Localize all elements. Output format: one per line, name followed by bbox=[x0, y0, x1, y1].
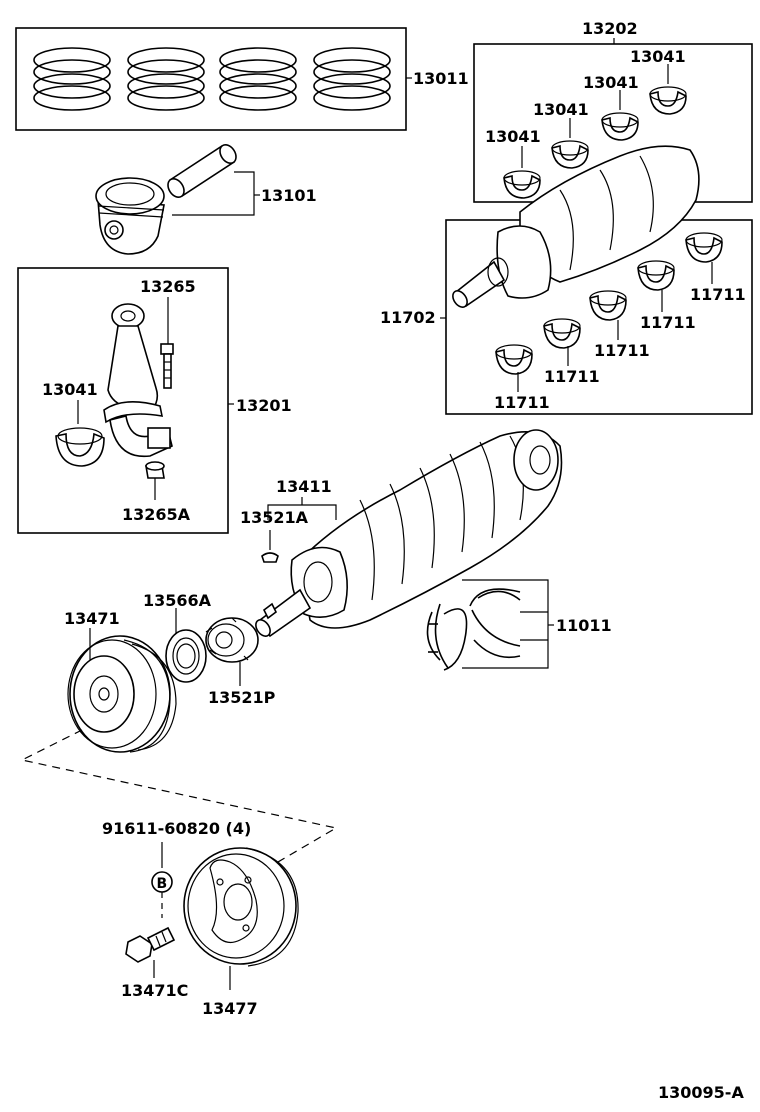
label-13041-a: 13041 bbox=[485, 127, 541, 146]
lower-bearing-4 bbox=[637, 260, 675, 291]
label-13521P: 13521P bbox=[208, 688, 276, 707]
reference-mark-b: B bbox=[151, 871, 173, 893]
label-11711-a: 11711 bbox=[494, 393, 550, 412]
piston-ring-set-4 bbox=[313, 47, 391, 111]
label-11711-b: 11711 bbox=[544, 367, 600, 386]
piston-ring-set-1 bbox=[33, 47, 111, 111]
ref-mark-b-letter: B bbox=[157, 876, 168, 892]
label-13041-c: 13041 bbox=[583, 73, 639, 92]
conrod-bolt bbox=[160, 343, 174, 389]
label-11711-c: 11711 bbox=[594, 341, 650, 360]
label-13471: 13471 bbox=[64, 609, 120, 628]
crank-bearing-set-group: 11702 11711 11711 11711 11711 bbox=[380, 145, 753, 415]
label-11011: 11011 bbox=[556, 616, 612, 635]
label-13471C: 13471C bbox=[121, 981, 188, 1000]
connecting-rod bbox=[103, 303, 164, 424]
damper-pulley bbox=[183, 847, 299, 967]
label-13201: 13201 bbox=[236, 396, 292, 415]
label-13041-b: 13041 bbox=[533, 100, 589, 119]
piston-pin bbox=[167, 143, 237, 199]
pulley-bolt bbox=[125, 926, 176, 963]
crankshaft-upper-view bbox=[452, 145, 700, 308]
lower-bearing-2 bbox=[543, 318, 581, 349]
conrod-nut bbox=[145, 461, 165, 479]
bearing-shell-4 bbox=[649, 86, 687, 115]
crank-pulley bbox=[67, 635, 177, 753]
crank-sprocket bbox=[205, 617, 259, 663]
conrod-bearing bbox=[55, 427, 105, 467]
crankshaft-key bbox=[261, 552, 279, 563]
conrod-group: 13265 13041 13265A 13201 bbox=[17, 267, 292, 534]
piston bbox=[95, 177, 165, 255]
drawing-number: 130095-A bbox=[658, 1083, 744, 1102]
label-11711-e: 11711 bbox=[690, 285, 746, 304]
label-11702: 11702 bbox=[380, 308, 436, 327]
conrod-cap bbox=[109, 415, 173, 458]
bearing-shell-1 bbox=[503, 170, 541, 199]
piston-pin-group: 13101 bbox=[95, 143, 317, 255]
bearing-shell-3 bbox=[601, 112, 639, 141]
crankshaft bbox=[255, 429, 563, 638]
piston-ring-set-3 bbox=[219, 47, 297, 111]
label-11711-d: 11711 bbox=[640, 313, 696, 332]
lower-bearing-5 bbox=[685, 232, 723, 263]
label-13477: 13477 bbox=[202, 999, 258, 1018]
label-13011: 13011 bbox=[413, 69, 469, 88]
main-bearing-set-group: 13202 13041 13041 13041 13041 bbox=[473, 19, 753, 203]
lower-bearing-3 bbox=[589, 290, 627, 321]
label-bolt-spec: 91611-60820 (4) bbox=[102, 819, 251, 838]
label-13521A: 13521A bbox=[240, 508, 309, 527]
label-13041-conrod: 13041 bbox=[42, 380, 98, 399]
label-13566A: 13566A bbox=[143, 591, 212, 610]
thrust-washers bbox=[426, 588, 521, 671]
label-13041-d: 13041 bbox=[630, 47, 686, 66]
label-13411: 13411 bbox=[276, 477, 332, 496]
piston-ring-set-2 bbox=[127, 47, 205, 111]
label-13101: 13101 bbox=[261, 186, 317, 205]
label-13265A: 13265A bbox=[122, 505, 191, 524]
signal-plate bbox=[165, 629, 207, 683]
bearing-shell-2 bbox=[551, 140, 589, 169]
lower-bearing-1 bbox=[495, 344, 533, 375]
label-13265: 13265 bbox=[140, 277, 196, 296]
label-13202: 13202 bbox=[582, 19, 638, 38]
piston-rings-group: 13011 bbox=[15, 27, 469, 131]
